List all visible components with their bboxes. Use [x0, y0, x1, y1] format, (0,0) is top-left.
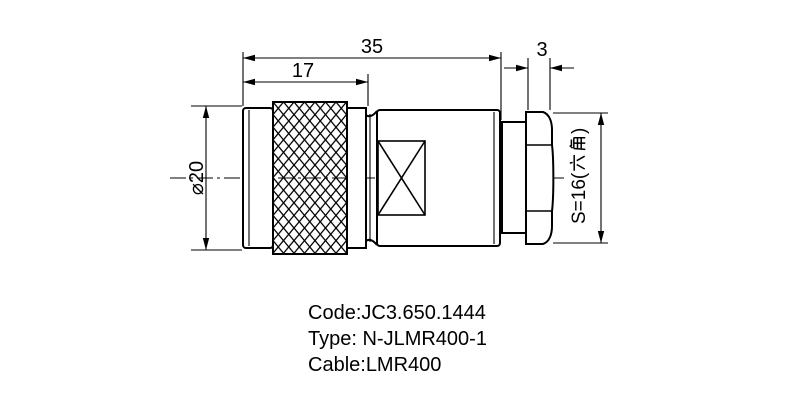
- hex-label-prefix: S=16(: [569, 172, 590, 224]
- connector-body: [242, 101, 555, 255]
- info-block: Code:JC3.650.1444 Type: N-JLMR400-1 Cabl…: [308, 302, 487, 376]
- crimp-xbox-diagonal: [377, 140, 426, 216]
- arrowhead: [489, 54, 501, 62]
- info-type-line: Type: N-JLMR400-1: [308, 328, 487, 350]
- hex-label-suffix: ): [569, 128, 590, 134]
- dim-diameter-label: ⌀20: [186, 161, 208, 195]
- arrowhead: [202, 106, 210, 118]
- front-coupling-section: [242, 107, 274, 249]
- neck-top-curve: [365, 110, 378, 118]
- dim-3-label: 3: [536, 39, 547, 61]
- arrowhead: [597, 113, 605, 125]
- hex-nut-section: [525, 111, 555, 245]
- dim-35-label: 35: [361, 36, 383, 58]
- washer-section: [501, 121, 527, 234]
- arrowhead: [243, 54, 255, 62]
- arrowhead: [597, 231, 605, 243]
- dim-overall-length: 35: [242, 36, 502, 120]
- arrowhead: [202, 238, 210, 250]
- dim-hex-thickness: 3: [504, 39, 574, 110]
- neck-bottom-curve: [365, 238, 378, 246]
- dim-hex-flats-label: S=16( ): [569, 128, 590, 224]
- arrowhead: [516, 64, 528, 72]
- dim-diameter: ⌀20: [186, 105, 242, 251]
- cjk-liu-glyph: [569, 155, 586, 171]
- hex-nut-outline: [525, 111, 555, 245]
- arrowhead: [243, 78, 255, 86]
- info-cable-line: Cable:LMR400: [308, 354, 441, 376]
- coupling-ring-section: [346, 107, 367, 249]
- dim-hex-flats: S=16( ): [553, 112, 608, 244]
- neck-groove: [365, 110, 378, 246]
- crimp-xbox: [377, 140, 426, 216]
- knurl-section: [272, 101, 348, 255]
- arrowhead: [550, 64, 562, 72]
- dim-17-label: 17: [292, 60, 314, 82]
- cjk-jiao-glyph: [569, 136, 586, 151]
- arrowhead: [356, 78, 368, 86]
- info-code-line: Code:JC3.650.1444: [308, 302, 486, 324]
- dim-front-length: 17: [243, 60, 369, 106]
